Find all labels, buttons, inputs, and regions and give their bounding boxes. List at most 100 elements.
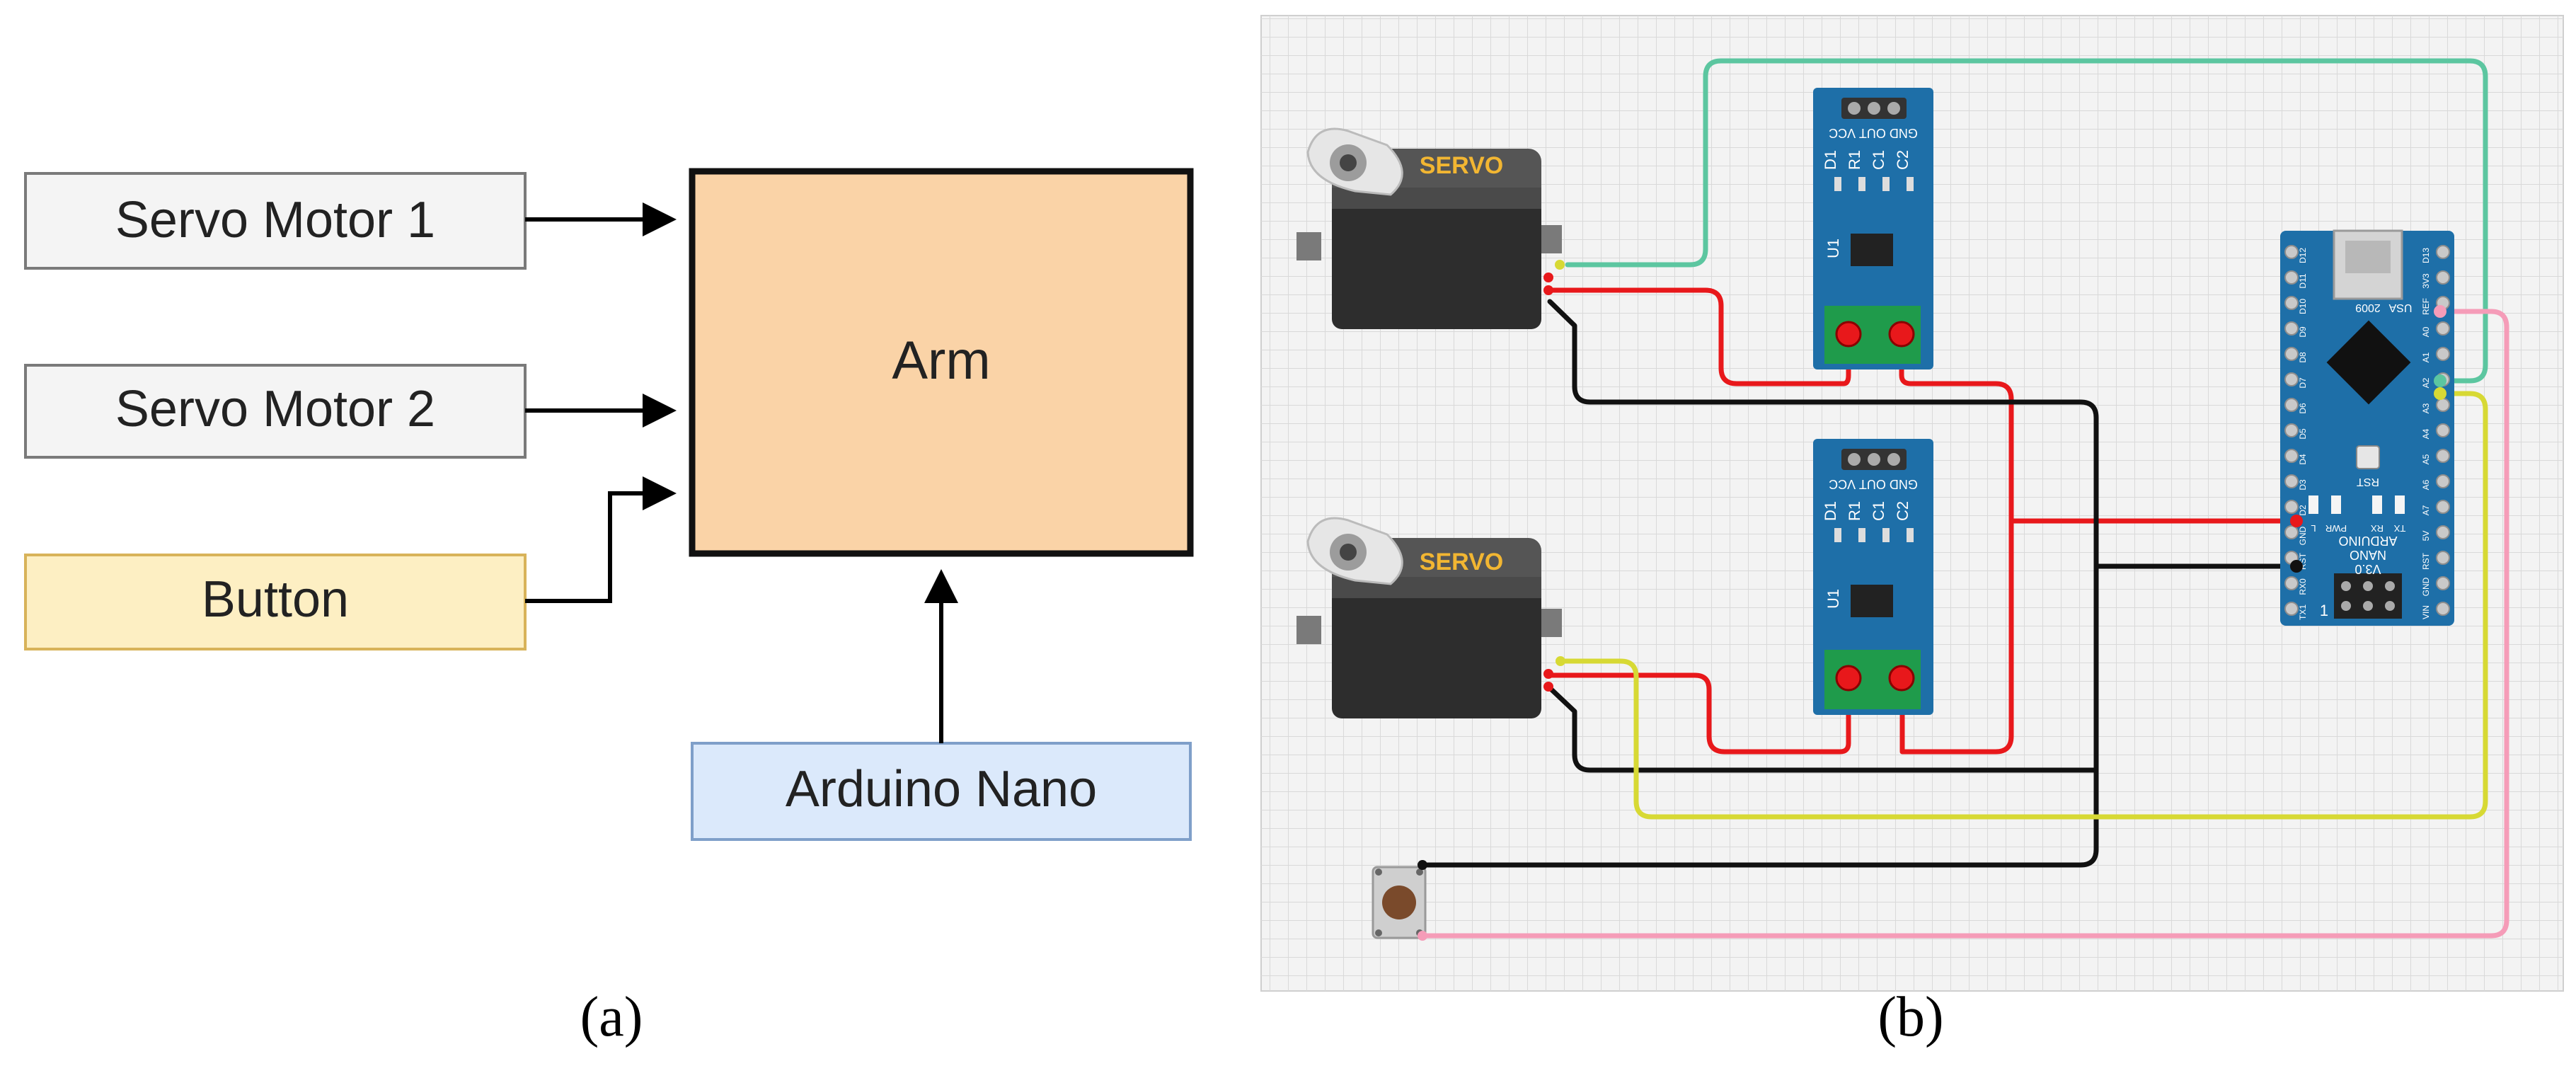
sensor-2-d1: D1: [1822, 501, 1839, 521]
arduino-nano-block: Arduino Nano: [691, 742, 1192, 841]
sensor-2-pin-labels: GND OUT VCC: [1829, 477, 1918, 491]
sensor-2-c2: C2: [1894, 501, 1911, 521]
nano-pin-label: D7: [2298, 377, 2308, 389]
nano-rst-label: RST: [2357, 476, 2379, 488]
servo-2-brand: SERVO: [1420, 549, 1503, 575]
nano-pin-right: [2436, 449, 2450, 463]
nano-pin-label: D11: [2298, 273, 2308, 288]
nano-pin-right: [2436, 474, 2450, 488]
nano-wire-endpoint: [2434, 305, 2446, 318]
nano-pin-label: 5V: [2421, 531, 2431, 541]
servo-motor-2-block: Servo Motor 2: [24, 364, 527, 459]
wire-pink-button: [1420, 309, 2509, 939]
nano-pin-label: D2: [2298, 505, 2308, 516]
arm-block: Arm: [689, 168, 1194, 557]
nano-usa: USA: [2388, 302, 2412, 314]
wire-teal-signal: [1565, 58, 2488, 384]
nano-pin-left: [2284, 296, 2299, 310]
sensor-1-c1: C1: [1870, 150, 1887, 170]
nano-pin-left: [2284, 321, 2299, 336]
servo-motor-2-label: Servo Motor 2: [115, 381, 435, 437]
sensor-1-u1: U1: [1824, 239, 1842, 258]
nano-pin-label: 3V3: [2421, 273, 2431, 289]
nano-pin-label: A7: [2421, 505, 2431, 515]
nano-led-tx: TX: [2393, 523, 2405, 534]
wire-yellow-signal: [1558, 391, 2488, 820]
wire-black-servo1: [1420, 299, 2099, 868]
nano-pin-label: A0: [2421, 326, 2431, 337]
sensor-module-2: GND OUT VCC D1 R1 C1 C2 U1: [1813, 439, 1933, 715]
nano-pin-label: D4: [2298, 454, 2308, 465]
nano-pin-right: [2436, 551, 2450, 565]
arm-label: Arm: [892, 331, 990, 391]
sensor-1-pin-labels: GND OUT VCC: [1829, 126, 1918, 140]
nano-pin-left: [2284, 245, 2299, 259]
sensor-module-1: GND OUT VCC D1 R1 C1 C2 U1: [1813, 88, 1933, 369]
nano-pin-left: [2284, 525, 2299, 539]
arrow-button-to-arm: [525, 476, 677, 603]
nano-pin-left: [2284, 500, 2299, 514]
nano-wire-endpoint: [2290, 515, 2303, 527]
button-block: Button: [24, 554, 527, 651]
sensor-1-r1: R1: [1846, 150, 1863, 170]
sensor-2-u1: U1: [1824, 589, 1842, 609]
nano-pin-label: A2: [2421, 377, 2431, 388]
arduino-nano-board: 2009 USA RST V3.0 NANO ARDUINO 1 L PWR R…: [2280, 229, 2454, 626]
nano-pin-label: D3: [2298, 479, 2308, 491]
wiring-schematic: SERVO SERVO GND OUT VCC: [1260, 15, 2564, 1048]
nano-board-line-1: ARDUINO: [2338, 534, 2397, 548]
servo-motor-1: SERVO: [1296, 127, 1565, 329]
wire-red-servo2: [1547, 672, 1851, 755]
nano-pin-label: D5: [2298, 428, 2308, 440]
block-diagram: Servo Motor 1 Servo Motor 2 Button Arm A…: [24, 168, 1194, 1048]
nano-pin-label: D10: [2298, 299, 2308, 314]
nano-pin-left: [2284, 602, 2299, 616]
nano-pin-label: D13: [2421, 248, 2431, 263]
caption-a: (a): [580, 986, 643, 1048]
servo-motor-2: SERVO: [1296, 517, 1565, 718]
nano-pin-label: RX0: [2298, 578, 2308, 595]
nano-pin-label: RST: [2421, 552, 2431, 570]
servo-1-brand: SERVO: [1420, 152, 1503, 179]
button-label: Button: [202, 571, 349, 628]
nano-wire-endpoint: [2290, 560, 2303, 573]
nano-pin-right: [2436, 321, 2450, 336]
nano-led-pwr: PWR: [2325, 523, 2347, 534]
nano-pin-label: REF: [2421, 298, 2431, 315]
sensor-2-c1: C1: [1870, 501, 1887, 521]
nano-board-line-2: NANO: [2350, 548, 2386, 562]
nano-pin-label: A1: [2421, 352, 2431, 362]
caption-b: (b): [1878, 986, 1943, 1048]
nano-pin-label: GND: [2298, 526, 2308, 545]
nano-pin-left: [2284, 347, 2299, 361]
nano-pin-label: VIN: [2421, 605, 2431, 619]
nano-pin-left: [2284, 423, 2299, 437]
nano-pin-label: A5: [2421, 454, 2431, 464]
servo-motor-1-label: Servo Motor 1: [115, 192, 435, 248]
nano-pin-right: [2436, 423, 2450, 437]
wire-red-sensor1: [1899, 331, 2014, 755]
nano-pin-left: [2284, 576, 2299, 590]
nano-pin-label: D12: [2298, 248, 2308, 263]
nano-pin-right: [2436, 347, 2450, 361]
wires: [1420, 58, 2509, 939]
nano-pin-label: D9: [2298, 326, 2308, 338]
nano-pin-headers: D12D11D10D9D8D7D6D5D4D3D2GNDRSTRX0TX1D13…: [2284, 245, 2450, 620]
nano-pin-left: [2284, 474, 2299, 488]
nano-pin-label: GND: [2421, 577, 2431, 596]
nano-pin-label: A3: [2421, 403, 2431, 413]
nano-icsp-mark: 1: [2320, 602, 2328, 619]
nano-pin-label: TX1: [2298, 604, 2308, 620]
nano-pin-label: A4: [2421, 428, 2431, 439]
nano-pin-label: D8: [2298, 352, 2308, 363]
wire-black-servo2: [1547, 685, 2099, 773]
nano-pin-left: [2284, 398, 2299, 412]
nano-pin-left: [2284, 270, 2299, 285]
sensor-1-d1: D1: [1822, 150, 1839, 170]
nano-pin-right: [2436, 245, 2450, 259]
nano-year: 2009: [2355, 302, 2381, 314]
nano-pin-right: [2436, 602, 2450, 616]
nano-wire-endpoint: [2434, 387, 2446, 400]
nano-pin-right: [2436, 525, 2450, 539]
nano-pin-right: [2436, 500, 2450, 514]
